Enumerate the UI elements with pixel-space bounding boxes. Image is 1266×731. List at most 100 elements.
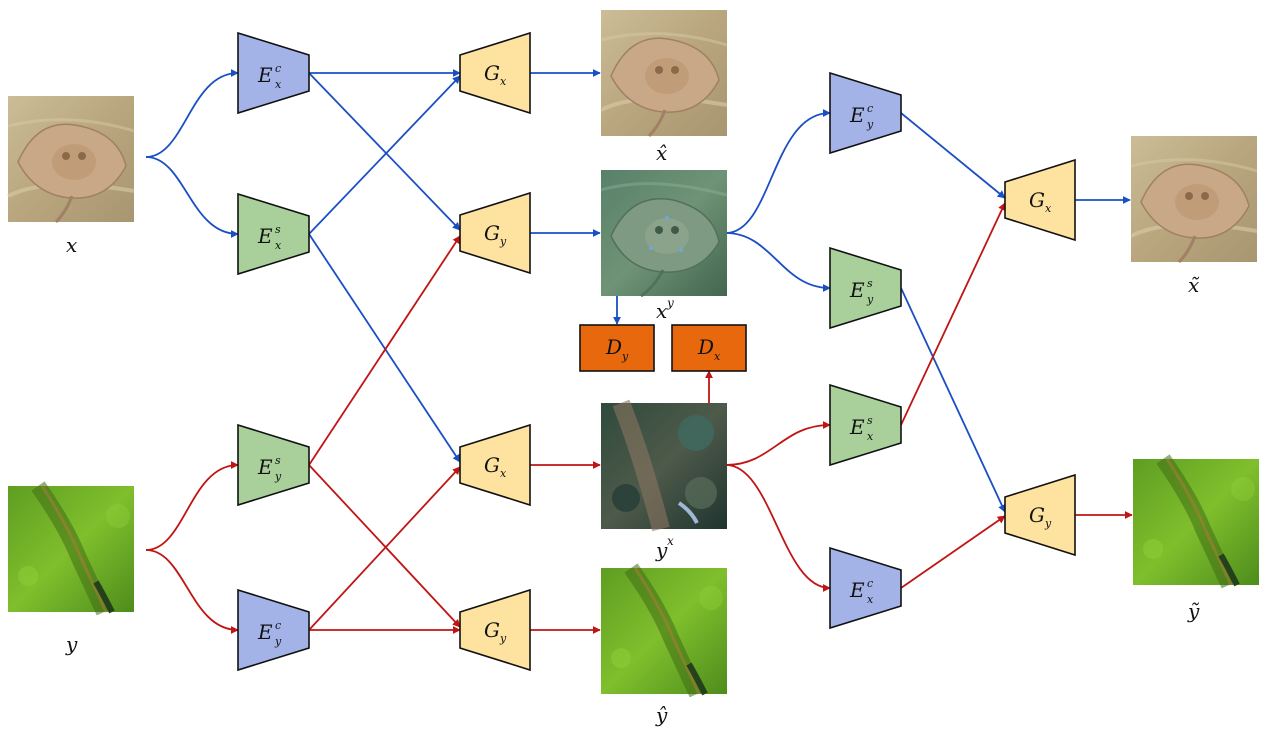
- output-image-x-hat: [599, 8, 729, 138]
- label-y-x: y: [655, 538, 668, 562]
- encoder-Ecx2: E c x: [829, 546, 902, 630]
- label-x: x: [66, 233, 77, 257]
- encoder-Ecy-shape: [237, 588, 310, 672]
- label-x-tilde: x̃: [1188, 273, 1200, 297]
- input-image-y: [8, 486, 134, 612]
- Gx2-sub: x: [500, 467, 507, 480]
- label-y-x-sup: x: [667, 534, 674, 548]
- generator-Gx2: G x: [459, 423, 531, 507]
- Gy3-sub: y: [1044, 517, 1052, 530]
- arrow-Esy-to-Gy2: [308, 464, 461, 628]
- discriminator-Dy: D y: [579, 324, 655, 372]
- label-y-tilde: ỹ: [1187, 599, 1200, 623]
- Ecy2-sub: y: [866, 118, 874, 131]
- encoder-Ecy2: E c y: [829, 71, 902, 155]
- discriminator-Dx-shape: [671, 324, 747, 372]
- arrow-y-to-Ecy: [145, 549, 239, 634]
- label-y: y: [65, 632, 78, 656]
- Esx-base: E: [257, 224, 273, 248]
- label-y-hat: ŷ: [655, 703, 668, 727]
- Gx2-base: G: [484, 453, 500, 477]
- generator-Gx3: G x: [1004, 158, 1076, 242]
- Gx1-sub: x: [500, 75, 507, 88]
- Esy-base: E: [257, 455, 273, 479]
- label-x-hat: x̂: [656, 141, 667, 165]
- Dx-sub: x: [714, 350, 721, 363]
- output-image-y-x: [601, 403, 727, 529]
- discriminator-Dy-shape: [579, 324, 655, 372]
- Esy2-base: E: [849, 278, 865, 302]
- Gx3-sub: x: [1045, 202, 1052, 215]
- Ecx-base: E: [257, 63, 273, 87]
- Dx-base: D: [697, 335, 714, 359]
- y-flow-arrows: [145, 202, 1133, 634]
- Esx2-base: E: [849, 415, 865, 439]
- Gy1-base: G: [484, 221, 500, 245]
- Ecy2-base: E: [849, 103, 865, 127]
- Esx-sub: x: [275, 239, 282, 252]
- arrow-Ecy-to-Gx2: [308, 466, 461, 631]
- generator-Gy1-shape: [459, 191, 531, 275]
- arrow-yx-to-Esx2: [725, 421, 831, 466]
- arrow-Esy-to-Gy1: [308, 235, 461, 466]
- encoder-Esy-shape: [237, 423, 310, 507]
- encoder-Ecx2-shape: [829, 546, 902, 630]
- Ecx-sub: x: [275, 78, 282, 91]
- arrow-Ecy2-to-Gx3: [900, 112, 1006, 199]
- output-image-x-tilde: [1129, 134, 1259, 264]
- encoder-Esy2: E s y: [829, 246, 902, 330]
- Esy2-sub: y: [866, 293, 874, 306]
- generator-Gy2: G y: [459, 588, 531, 672]
- Ecx2-sub: x: [867, 593, 874, 606]
- arrow-xy-to-Esy2: [725, 232, 831, 292]
- input-image-x: [6, 94, 136, 224]
- arrow-Esy2-to-Gy3: [900, 287, 1006, 513]
- Gy2-sub: y: [499, 632, 507, 645]
- encoder-Esx-shape: [237, 192, 310, 276]
- Esy-sup: s: [275, 454, 281, 467]
- Ecy-sub: y: [274, 635, 282, 648]
- arrow-x-to-Esx: [145, 156, 239, 238]
- Dy-base: D: [605, 335, 622, 359]
- generator-Gy1: G y: [459, 191, 531, 275]
- Gy1-sub: y: [499, 235, 507, 248]
- Esy-sub: y: [274, 470, 282, 483]
- Ecx2-base: E: [849, 578, 865, 602]
- Gx3-base: G: [1029, 188, 1045, 212]
- Esx2-sup: s: [867, 414, 873, 427]
- x-flow-arrows: [145, 69, 1131, 513]
- encoder-Esx2: E s x: [829, 383, 902, 467]
- discriminator-Dx: D x: [671, 324, 747, 372]
- svg-text:E: E: [257, 63, 273, 87]
- encoder-Esy2-shape: [829, 246, 902, 330]
- Esx2-sub: x: [867, 430, 874, 443]
- arrow-yx-to-Ecx2: [725, 464, 831, 592]
- encoder-Esy: E s y: [237, 423, 310, 507]
- encoder-Ecy: E c y: [237, 588, 310, 672]
- Dy-sub: y: [621, 350, 629, 363]
- generator-Gx1: G x: [459, 31, 531, 115]
- encoder-Ecx: E c x: [237, 31, 310, 115]
- Gy2-base: G: [484, 618, 500, 642]
- arrow-Esx-to-Gx1: [308, 75, 461, 235]
- label-x-y-sup: y: [666, 296, 674, 310]
- encoder-Esx2-shape: [829, 383, 902, 467]
- generator-Gx2-shape: [459, 423, 531, 507]
- arrow-Ecx2-to-Gy3: [900, 515, 1006, 589]
- generator-Gy3: G y: [1004, 473, 1076, 557]
- arrow-xy-to-Ecy2: [725, 109, 831, 234]
- label-x-y: x: [656, 299, 667, 323]
- output-image-x-y: [599, 168, 729, 298]
- generator-Gx3-shape: [1004, 158, 1076, 242]
- encoder-Ecx-shape: [237, 31, 310, 115]
- arrow-Esx2-to-Gx3: [900, 202, 1006, 426]
- encoder-Ecy2-shape: [829, 71, 902, 155]
- Ecy-sup: c: [275, 619, 281, 632]
- Ecx2-sup: c: [867, 577, 873, 590]
- arrow-x-to-Ecx: [145, 69, 239, 158]
- generator-Gx1-shape: [459, 31, 531, 115]
- output-image-y-tilde: [1133, 459, 1259, 585]
- arrow-Ecx-to-Gy1: [308, 72, 461, 231]
- encoder-Esx: E s x: [237, 192, 310, 276]
